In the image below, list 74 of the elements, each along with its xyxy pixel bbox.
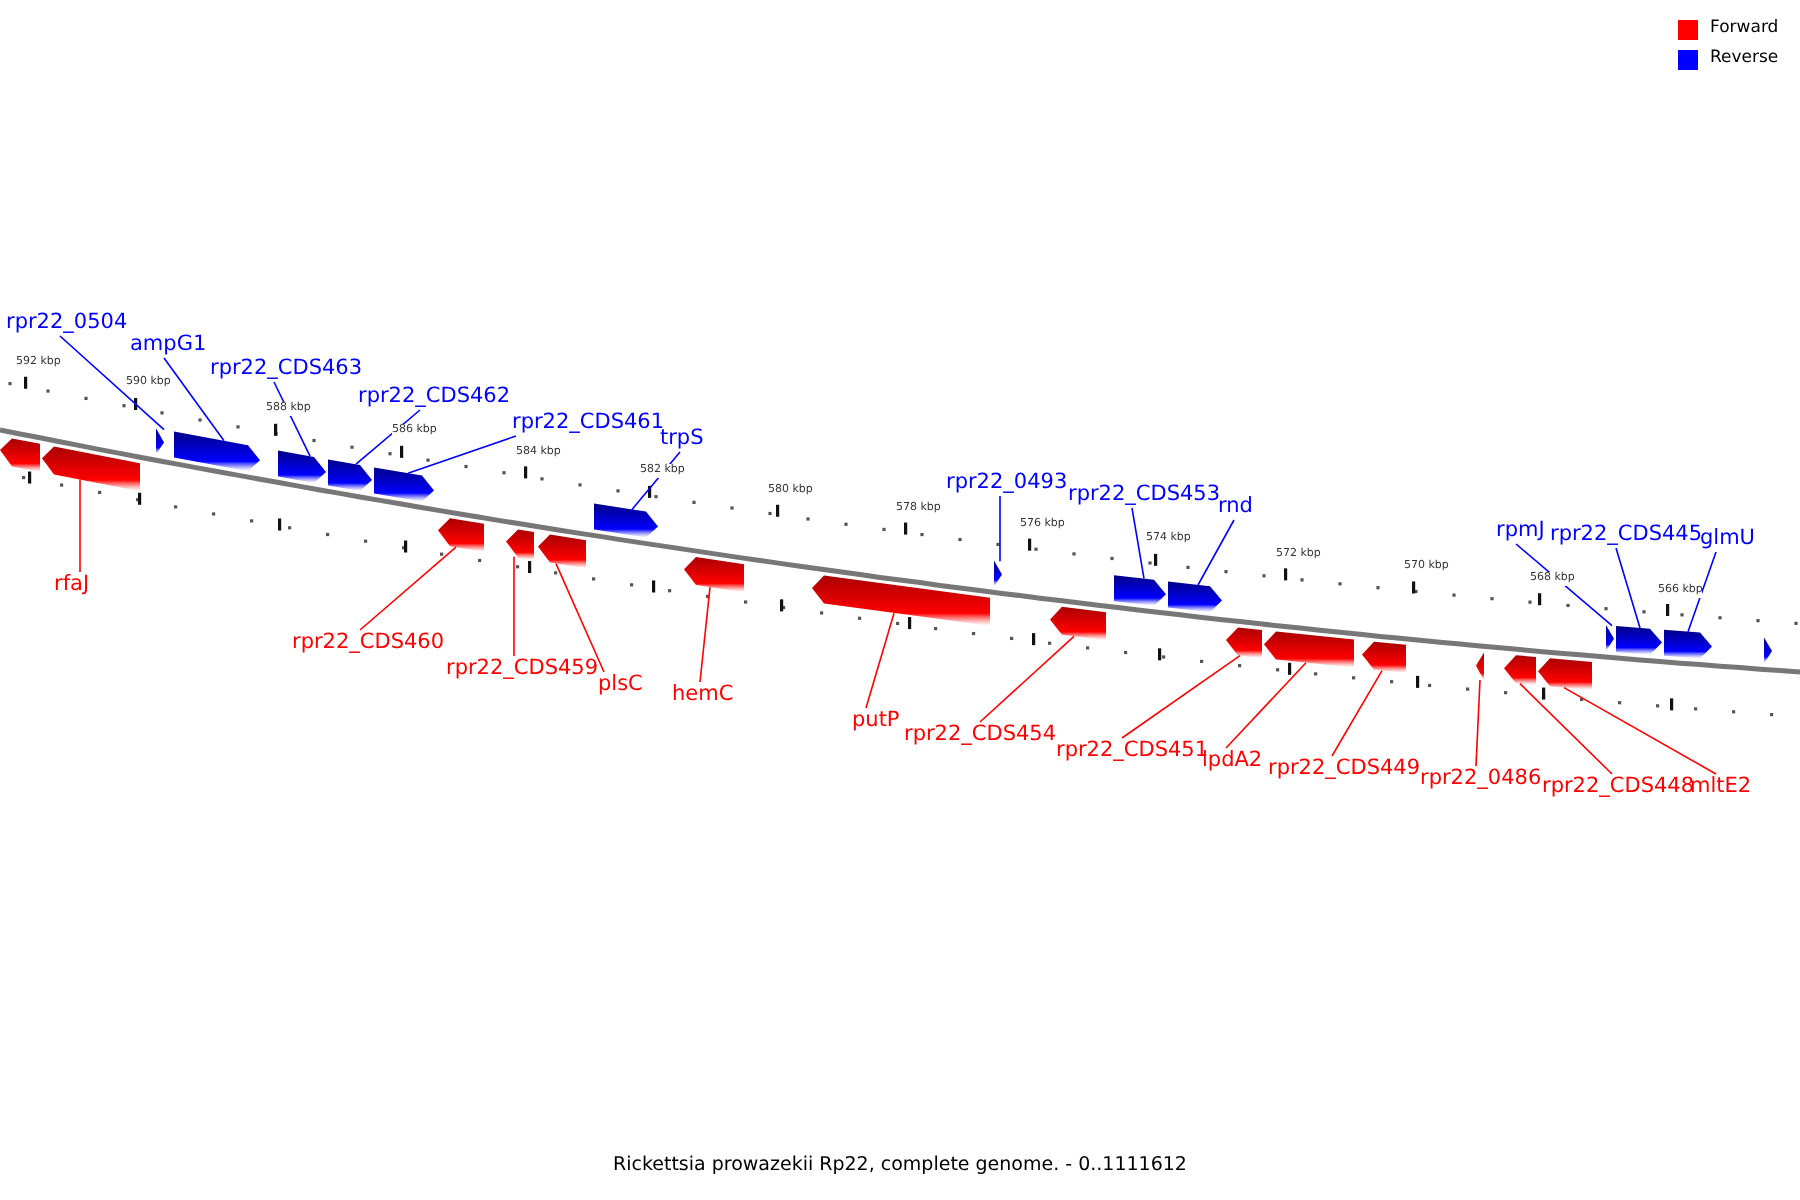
gene-label: rfaJ	[54, 572, 90, 596]
gene-glyph	[1050, 606, 1106, 641]
leader-line	[1615, 547, 1641, 629]
gene-glyph	[1168, 581, 1222, 613]
gene-glyph	[538, 534, 586, 569]
gene-label: rpr22_0486	[1420, 766, 1542, 790]
gene-glyph	[1504, 655, 1536, 685]
leader-line	[1687, 551, 1717, 633]
gene-label: rpr22_CDS460	[292, 630, 445, 654]
gene-label: rpr22_CDS462	[358, 384, 511, 408]
gene-label: rpr22_0504	[6, 310, 128, 334]
gene-label: rpr22_CDS461	[512, 410, 665, 434]
gene-glyph	[1226, 627, 1262, 658]
gene-glyph	[374, 467, 434, 502]
gene-label: putP	[852, 708, 900, 732]
gene-label: rpr22_CDS453	[1068, 482, 1221, 506]
gene-glyph	[156, 428, 164, 455]
leader-line	[355, 409, 421, 465]
caption: Rickettsia prowazekii Rp22, complete genome. - 0..1111612	[613, 1154, 1187, 1178]
leader-line	[1331, 669, 1383, 757]
leader-line	[513, 556, 515, 657]
leader-line	[1121, 654, 1241, 739]
gene-glyph	[328, 459, 372, 491]
leader-line	[79, 478, 81, 573]
gene-label: plsC	[598, 672, 643, 696]
gene-glyph	[1764, 637, 1772, 664]
gene-glyph	[174, 431, 260, 472]
leader-line	[273, 381, 311, 457]
gene-glyph	[684, 557, 744, 593]
gene-label: rpr22_0493	[946, 470, 1068, 494]
gene-label: rpr22_CDS454	[904, 722, 1057, 746]
gene-glyph	[0, 438, 40, 472]
leader-line	[1197, 519, 1235, 586]
gene-glyph	[812, 575, 990, 626]
leader-line	[1563, 686, 1717, 775]
leader-line	[865, 612, 895, 709]
leader-line	[407, 435, 517, 474]
leader-line	[1475, 679, 1481, 767]
leader-line	[1131, 507, 1145, 580]
leader-line	[1515, 543, 1613, 627]
gene-label: ampG1	[130, 332, 207, 356]
leader-line	[699, 586, 711, 683]
gene-label: rpr22_CDS449	[1268, 756, 1421, 780]
gene-label: rpr22_CDS448	[1542, 774, 1695, 798]
gene-label: mltE2	[1690, 774, 1752, 798]
gene-label: hemC	[672, 682, 734, 706]
legend-label: Reverse	[1710, 48, 1779, 70]
leader-line	[1225, 662, 1307, 749]
gene-glyph	[994, 560, 1002, 587]
legend-label: Forward	[1710, 18, 1779, 40]
gene-label: rpr22_CDS463	[210, 356, 363, 380]
gene-glyph	[278, 450, 326, 483]
leader-line	[59, 335, 165, 431]
gene-glyph	[1664, 629, 1712, 659]
gene-glyph	[1476, 652, 1484, 681]
gene-label: glmU	[1700, 526, 1755, 550]
gene-label: rpmJ	[1496, 518, 1545, 542]
leader-line	[359, 546, 457, 631]
leader-line	[163, 357, 225, 442]
gene-glyph	[594, 503, 658, 538]
gene-label: rpr22_CDS459	[446, 656, 599, 680]
leader-line	[555, 562, 605, 673]
gene-label: rnd	[1218, 494, 1253, 518]
leader-line	[1519, 682, 1613, 775]
gene-glyph	[1362, 641, 1406, 673]
gene-label: trpS	[660, 426, 704, 450]
gene-glyph	[1114, 575, 1166, 606]
leader-line	[979, 635, 1075, 723]
leader-line	[631, 451, 681, 511]
gene-label: rpr22_CDS445	[1550, 522, 1703, 546]
leader-line	[999, 495, 1001, 562]
gene-glyph	[506, 529, 534, 560]
gene-glyph	[438, 518, 484, 552]
gene-glyph	[1538, 658, 1592, 690]
